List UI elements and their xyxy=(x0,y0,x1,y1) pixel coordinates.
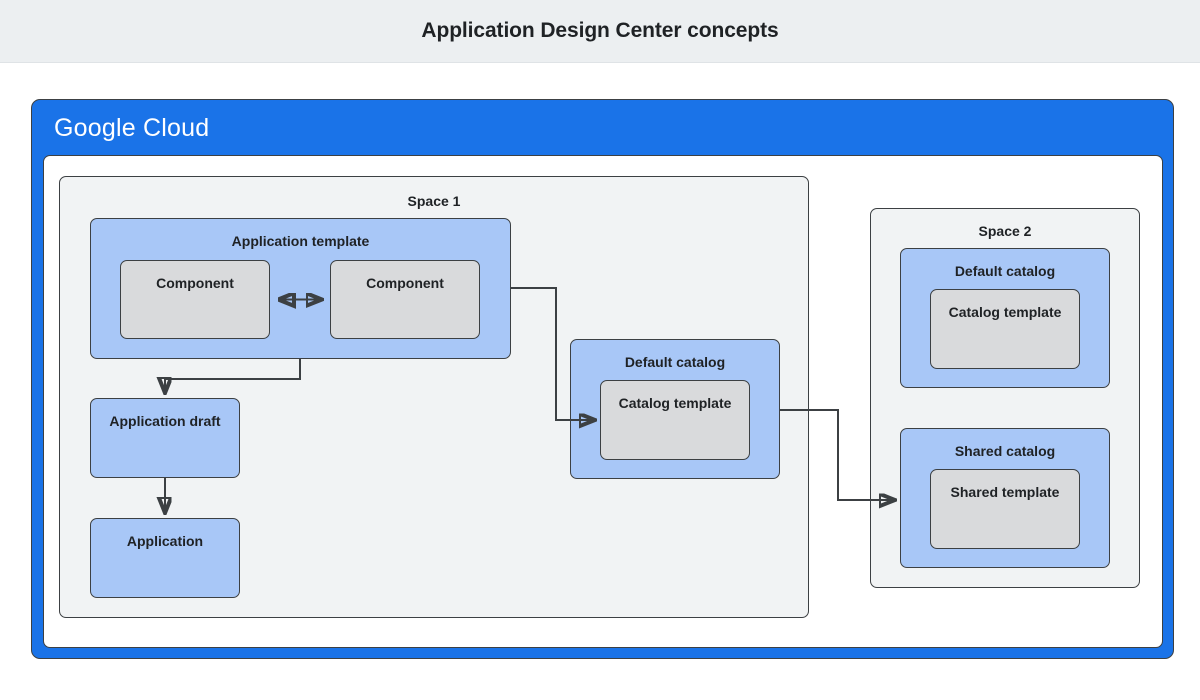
node-catalog-template-space1[interactable]: Catalog template xyxy=(600,380,750,460)
node-component-2[interactable]: Component xyxy=(330,260,480,339)
node-application-draft-label: Application draft xyxy=(109,413,221,429)
node-catalog-template-space2[interactable]: Catalog template xyxy=(930,289,1080,369)
space-2-label: Space 2 xyxy=(978,223,1032,239)
logo-cloud-word: Cloud xyxy=(142,114,210,142)
node-component-1[interactable]: Component xyxy=(120,260,270,339)
node-shared-template[interactable]: Shared template xyxy=(930,469,1080,549)
node-catalog-template-space2-label: Catalog template xyxy=(948,304,1062,320)
node-application[interactable]: Application xyxy=(90,518,240,598)
node-application-draft[interactable]: Application draft xyxy=(90,398,240,478)
title-bar: Application Design Center concepts xyxy=(0,0,1200,63)
node-default-catalog-space1-label: Default catalog xyxy=(624,354,726,370)
node-component-2-label: Component xyxy=(366,275,444,291)
google-cloud-logo: Google Cloud xyxy=(54,114,209,143)
node-application-template-label: Application template xyxy=(231,233,370,249)
logo-google-word: Google xyxy=(54,114,136,142)
node-application-label: Application xyxy=(126,533,204,549)
space-1-label: Space 1 xyxy=(407,193,461,209)
node-component-1-label: Component xyxy=(156,275,234,291)
node-shared-catalog-label: Shared catalog xyxy=(954,443,1056,459)
node-catalog-template-space1-label: Catalog template xyxy=(618,395,732,411)
node-default-catalog-space2-label: Default catalog xyxy=(954,263,1056,279)
node-shared-template-label: Shared template xyxy=(950,484,1060,500)
page-title: Application Design Center concepts xyxy=(421,19,779,42)
